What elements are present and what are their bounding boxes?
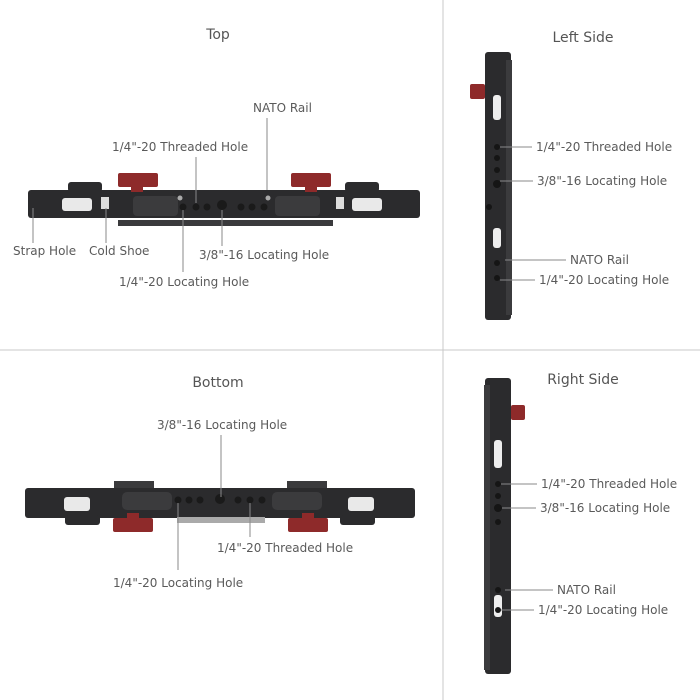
top-view-knob-right xyxy=(291,173,331,192)
top-view-knob-left xyxy=(118,173,158,192)
top-leader-lines xyxy=(32,118,268,272)
left-nato-rail-label: NATO Rail xyxy=(570,253,629,267)
bottom-threaded-hole-label: 1/4"-20 Threaded Hole xyxy=(217,541,354,555)
top-view-title: Top xyxy=(206,27,230,43)
right-nato-rail-label: NATO Rail xyxy=(557,583,616,597)
left-locating-14-label: 1/4"-20 Locating Hole xyxy=(539,273,670,287)
left-side-view-title: Left Side xyxy=(552,30,614,46)
right-locating-14-label: 1/4"-20 Locating Hole xyxy=(538,603,669,617)
right-threaded-hole-label: 1/4"-20 Threaded Hole xyxy=(541,477,678,491)
top-nato-rail-label: NATO Rail xyxy=(253,101,312,115)
top-locating-14-label: 1/4"-20 Locating Hole xyxy=(119,275,250,289)
bottom-view-title: Bottom xyxy=(192,375,244,391)
bottom-locating-14-label: 1/4"-20 Locating Hole xyxy=(113,576,244,590)
top-cold-shoe-label: Cold Shoe xyxy=(89,244,150,258)
bottom-view-knob-right xyxy=(288,513,328,532)
left-locating-38-label: 3/8"-16 Locating Hole xyxy=(537,174,668,188)
bottom-view-knob-left xyxy=(113,513,153,532)
right-side-view-plate xyxy=(484,378,511,674)
top-view-plate xyxy=(28,182,420,226)
right-side-view-title: Right Side xyxy=(547,372,619,388)
right-locating-38-label: 3/8"-16 Locating Hole xyxy=(540,501,671,515)
top-threaded-hole-label: 1/4"-20 Threaded Hole xyxy=(112,140,249,154)
top-strap-hole-label: Strap Hole xyxy=(13,244,77,258)
bottom-locating-38-label: 3/8"-16 Locating Hole xyxy=(157,418,288,432)
left-side-view-knob xyxy=(470,84,485,99)
left-side-leader-lines xyxy=(500,146,566,281)
bottom-leader-lines xyxy=(177,435,251,570)
right-side-leader-lines xyxy=(501,483,553,611)
left-threaded-hole-label: 1/4"-20 Threaded Hole xyxy=(536,140,673,154)
left-side-view-plate xyxy=(485,52,512,320)
right-side-view-knob xyxy=(511,405,525,420)
bottom-view-plate xyxy=(25,481,415,525)
top-locating-38-label: 3/8"-16 Locating Hole xyxy=(199,248,330,262)
